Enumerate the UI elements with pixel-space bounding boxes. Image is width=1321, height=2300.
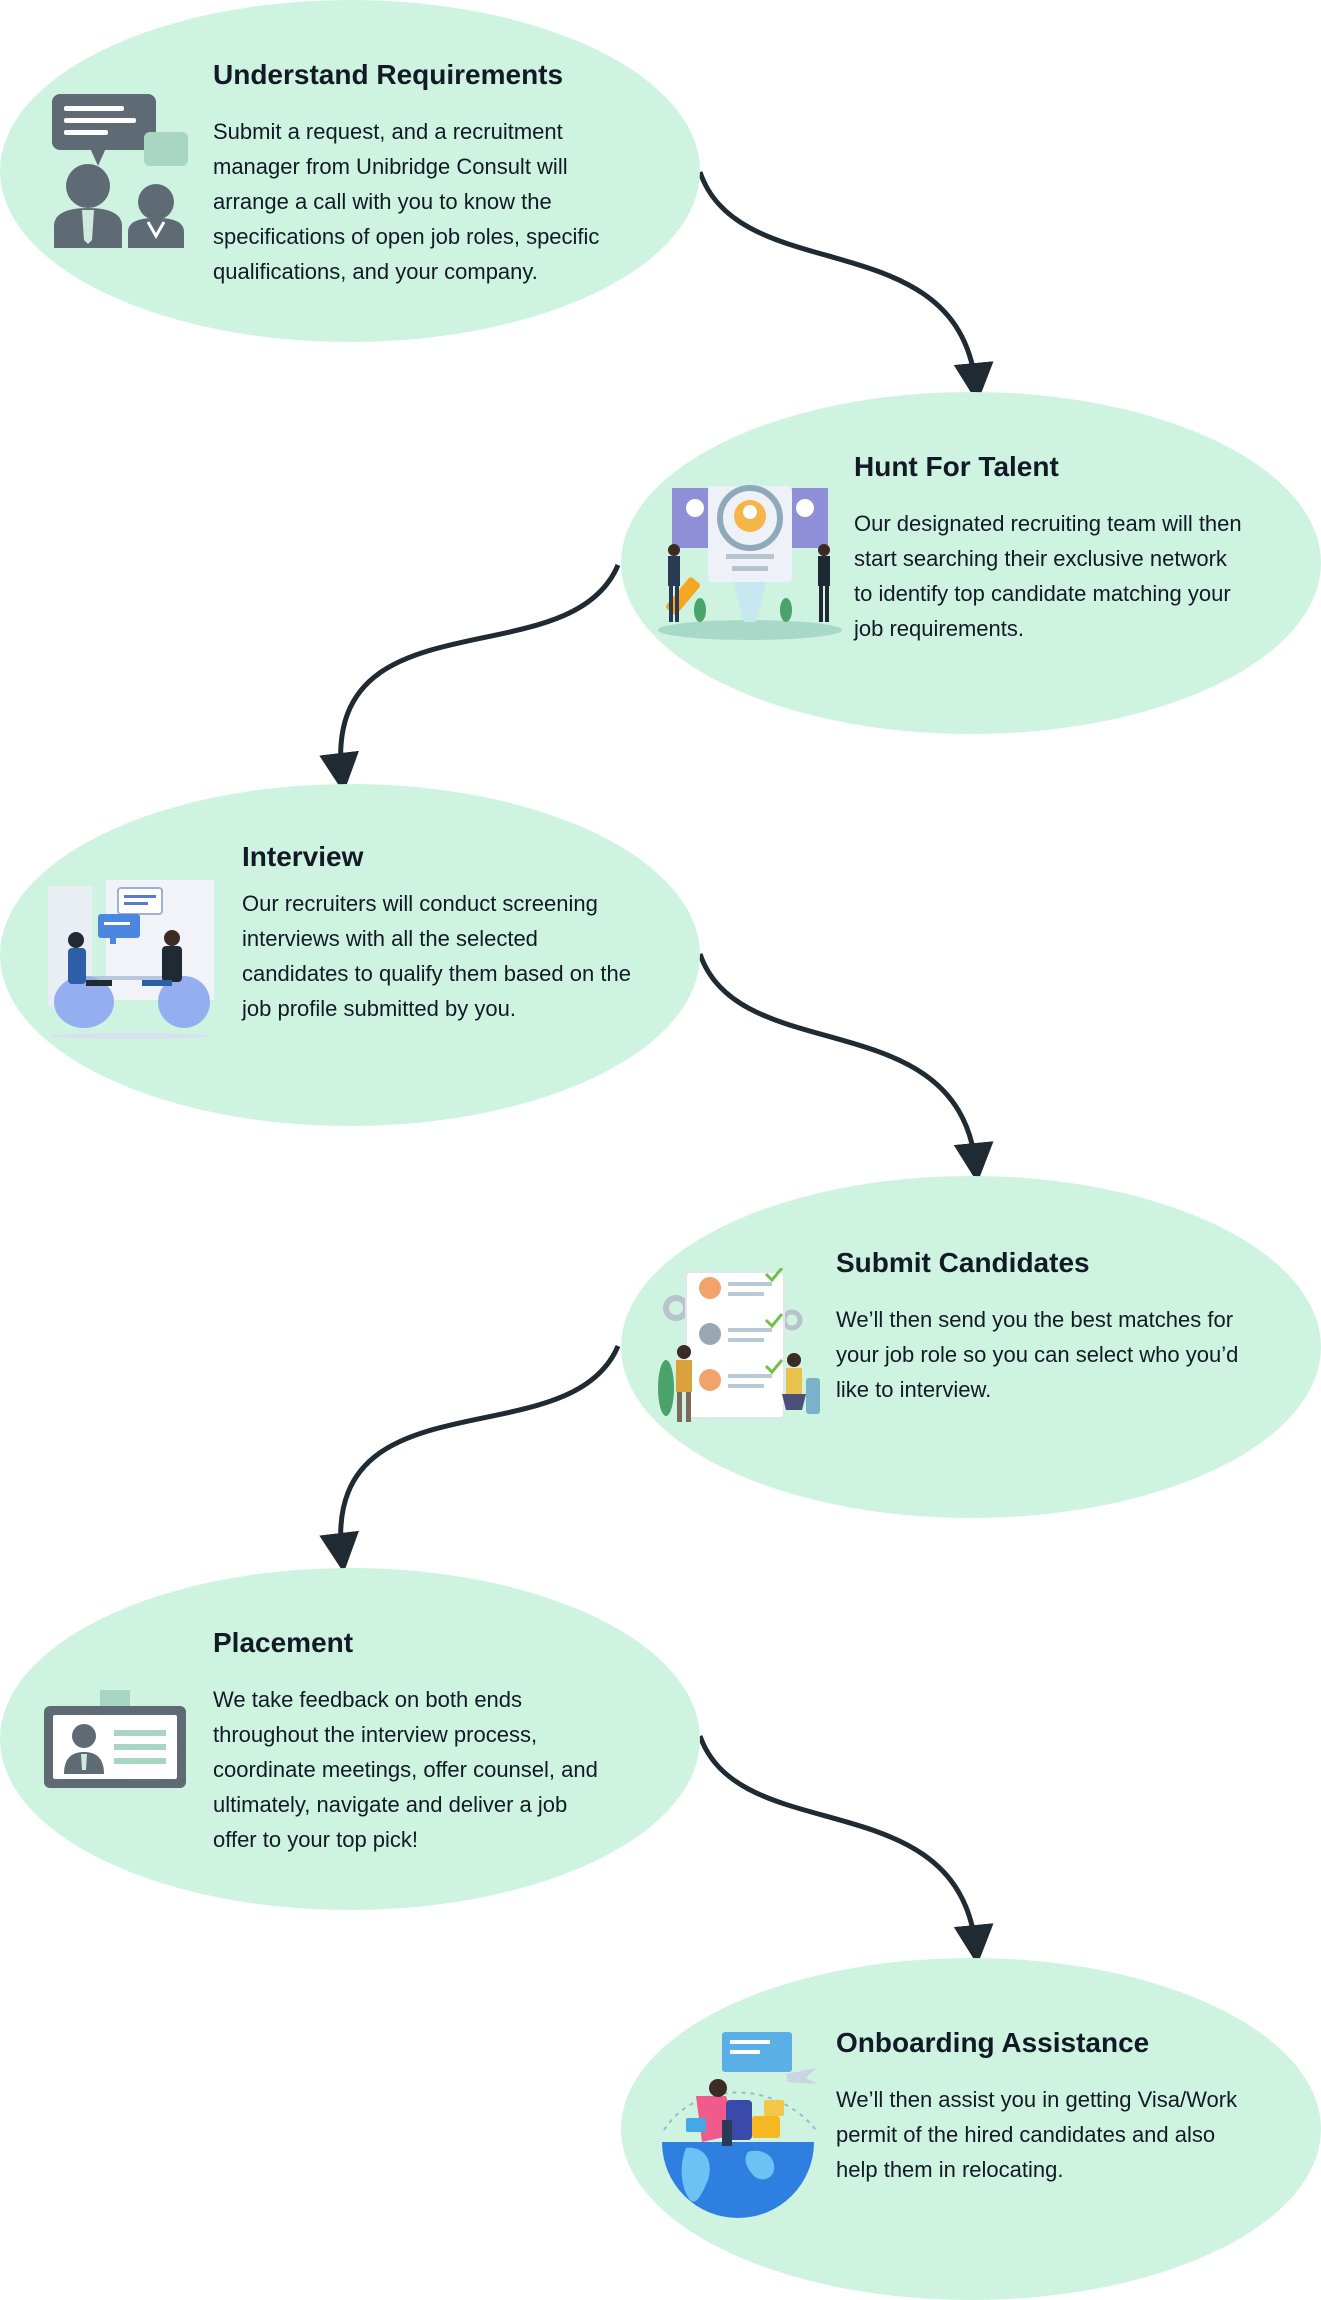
arrow-2-to-3: [319, 564, 621, 793]
step-4-description: We’ll then send you the best matches for…: [836, 1302, 1238, 1407]
line: candidates to qualify them based on the: [242, 961, 631, 986]
line: interviews with all the selected: [242, 926, 538, 951]
line: throughout the interview process,: [213, 1722, 538, 1747]
line: manager from Unibridge Consult will: [213, 154, 568, 179]
line: to identify top candidate matching your: [854, 581, 1231, 606]
arrow-1-to-2: [697, 171, 994, 403]
line: arrange a call with you to know the: [213, 189, 552, 214]
line: We take feedback on both ends: [213, 1687, 523, 1712]
talent-search-icon: [658, 485, 842, 640]
line: job requirements.: [854, 616, 1024, 641]
step-3-title: Interview: [242, 841, 364, 872]
step-5-title: Placement: [213, 1627, 354, 1658]
line: Our designated recruiting team will then: [854, 511, 1242, 536]
line: We’ll then assist you in getting Visa/Wo…: [836, 2087, 1238, 2112]
line: help them in relocating.: [836, 2157, 1064, 2182]
step-2-title: Hunt For Talent: [854, 451, 1059, 482]
line: permit of the hired candidates and also: [836, 2122, 1216, 2147]
line: start searching their exclusive network: [854, 546, 1227, 571]
candidate-list-icon: [658, 1268, 820, 1422]
line: your job role so you can select who you’…: [836, 1342, 1239, 1367]
arrow-5-to-6: [697, 1735, 994, 1965]
meeting-people-icon: [52, 94, 188, 248]
step-6-description: We’ll then assist you in getting Visa/Wo…: [836, 2082, 1237, 2187]
step-understand-requirements: [0, 0, 700, 342]
step-5-description: We take feedback on both ends throughout…: [213, 1682, 598, 1857]
arrow-4-to-5: [319, 1345, 621, 1573]
line: Our recruiters will conduct screening: [242, 891, 598, 916]
line: Submit a request, and a recruitment: [213, 119, 563, 144]
line: ultimately, navigate and deliver a job: [213, 1792, 568, 1817]
step-2-description: Our designated recruiting team will then…: [854, 506, 1242, 646]
step-6-title: Onboarding Assistance: [836, 2027, 1150, 2058]
line: We’ll then send you the best matches for: [836, 1307, 1234, 1332]
line: qualifications, and your company.: [213, 259, 538, 284]
line: coordinate meetings, offer counsel, and: [213, 1757, 598, 1782]
line: offer to your top pick!: [213, 1827, 419, 1852]
id-badge-icon: [44, 1690, 186, 1788]
globe-travel-icon: [662, 2032, 818, 2218]
step-1-title: Understand Requirements: [213, 59, 564, 90]
interview-icon: [48, 880, 214, 1039]
step-3-description: Our recruiters will conduct screening in…: [242, 886, 631, 1026]
step-4-title: Submit Candidates: [836, 1247, 1090, 1278]
line: like to interview.: [836, 1377, 992, 1402]
line: job profile submitted by you.: [242, 996, 516, 1021]
line: specifications of open job roles, specif…: [213, 224, 600, 249]
arrow-3-to-4: [697, 953, 994, 1183]
step-1-description: Submit a request, and a recruitment mana…: [213, 114, 599, 289]
